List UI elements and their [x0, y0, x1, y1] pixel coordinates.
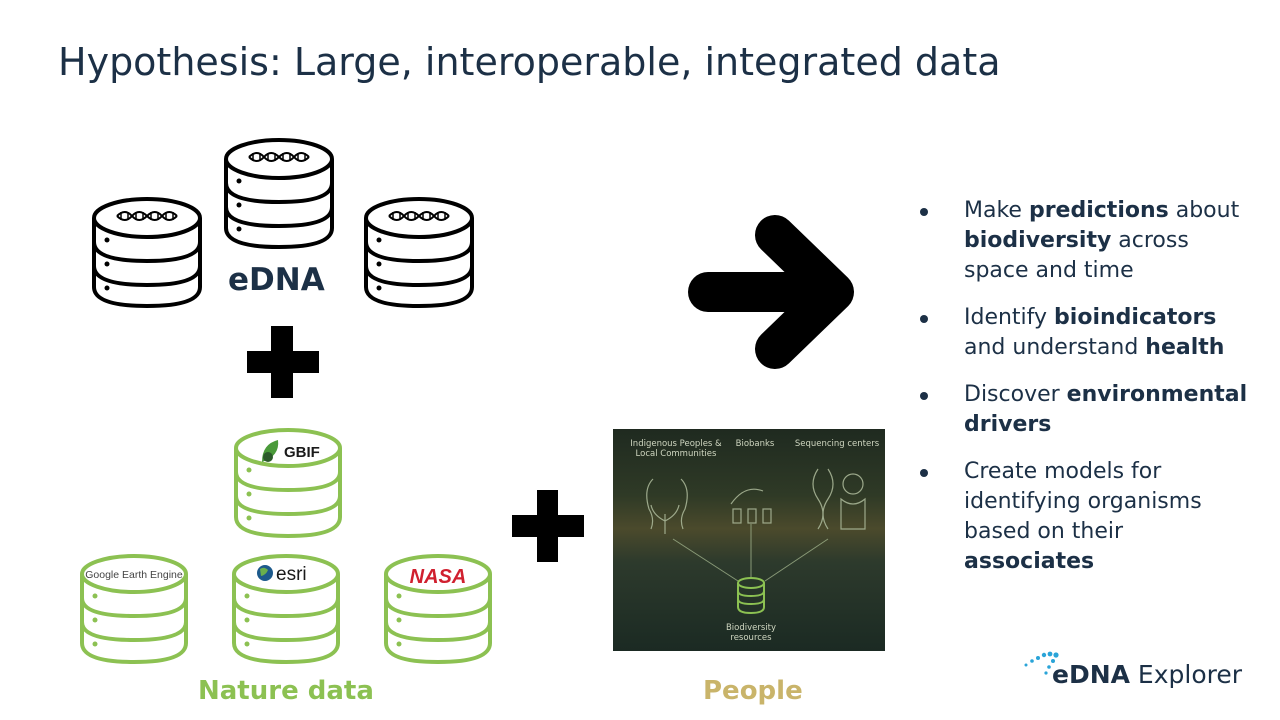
bullet-text: across space and time	[964, 228, 1189, 283]
gbif-logo-icon	[262, 440, 279, 462]
bullet-dot-icon	[920, 392, 928, 400]
people-group-label: Biobanks	[735, 439, 775, 449]
dna-icon	[248, 152, 310, 162]
google-earth-engine-database	[80, 554, 188, 665]
esri-logo-text: esri	[276, 564, 307, 585]
gbif-logo-text: GBIF	[284, 444, 320, 461]
plus-icon	[512, 490, 584, 562]
edna-label: eDNA	[228, 262, 325, 298]
emphasis-text: environmental drivers	[964, 382, 1248, 437]
nasa-database	[384, 554, 492, 665]
emphasis-text: associates	[964, 549, 1095, 574]
emphasis-text: biodiversity	[964, 228, 1112, 253]
outcome-item: Identify bioindicators and understand he…	[918, 303, 1258, 363]
outcome-item: Discover environmental drivers	[918, 380, 1258, 440]
people-group-label: Indigenous Peoples & Local Communities	[630, 439, 722, 459]
outcome-item: Make predictions about biodiversity acro…	[918, 196, 1258, 286]
people-label: People	[703, 676, 803, 706]
edna-explorer-logo-text: eDNA Explorer	[1052, 660, 1242, 689]
plus-icon	[247, 326, 319, 398]
slide-title: Hypothesis: Large, interoperable, integr…	[58, 40, 1001, 84]
outcomes-list: Make predictions about biodiversity acro…	[918, 196, 1258, 594]
esri-database	[232, 554, 340, 665]
emphasis-text: predictions	[1028, 198, 1169, 223]
edna-database-right	[364, 197, 474, 308]
logo-bold: eDNA	[1052, 660, 1130, 689]
people-panel: Indigenous Peoples & Local Communities B…	[613, 429, 885, 651]
dna-icon	[388, 211, 450, 221]
arrow-right-icon	[688, 215, 854, 369]
bullet-text: Identify	[964, 305, 1055, 330]
emphasis-text: health	[1145, 335, 1225, 360]
edna-database-left	[92, 197, 202, 308]
nasa-logo-text: NASA	[410, 566, 467, 588]
outcome-item: Create models for identifying organisms …	[918, 457, 1258, 577]
people-center-label: Biodiversity resources	[725, 623, 777, 643]
bullet-dot-icon	[920, 208, 928, 216]
gbif-database	[234, 428, 342, 539]
face-icon	[646, 478, 654, 530]
google-earth-engine-logo-text: Google Earth Engine	[85, 569, 183, 581]
nature-data-label: Nature data	[198, 676, 374, 706]
bullet-dot-icon	[920, 315, 928, 323]
emphasis-text: bioindicators	[1054, 305, 1217, 330]
edna-database-center	[224, 138, 334, 249]
people-panel-illustration	[646, 468, 866, 615]
edna-explorer-logo-icon	[1024, 651, 1059, 675]
dna-icon	[116, 211, 178, 221]
logo-rest: Explorer	[1129, 660, 1243, 689]
people-group-label: Sequencing centers	[794, 439, 880, 449]
database-icon	[737, 577, 765, 615]
bullet-text: Make	[964, 198, 1029, 223]
bullet-text: and understand	[964, 335, 1146, 360]
bullet-dot-icon	[920, 469, 928, 477]
globe-icon	[257, 565, 273, 581]
bullet-text: Create models for identifying organisms …	[964, 459, 1202, 544]
bullet-text: about	[1168, 198, 1240, 223]
bullet-text: Discover	[964, 382, 1067, 407]
